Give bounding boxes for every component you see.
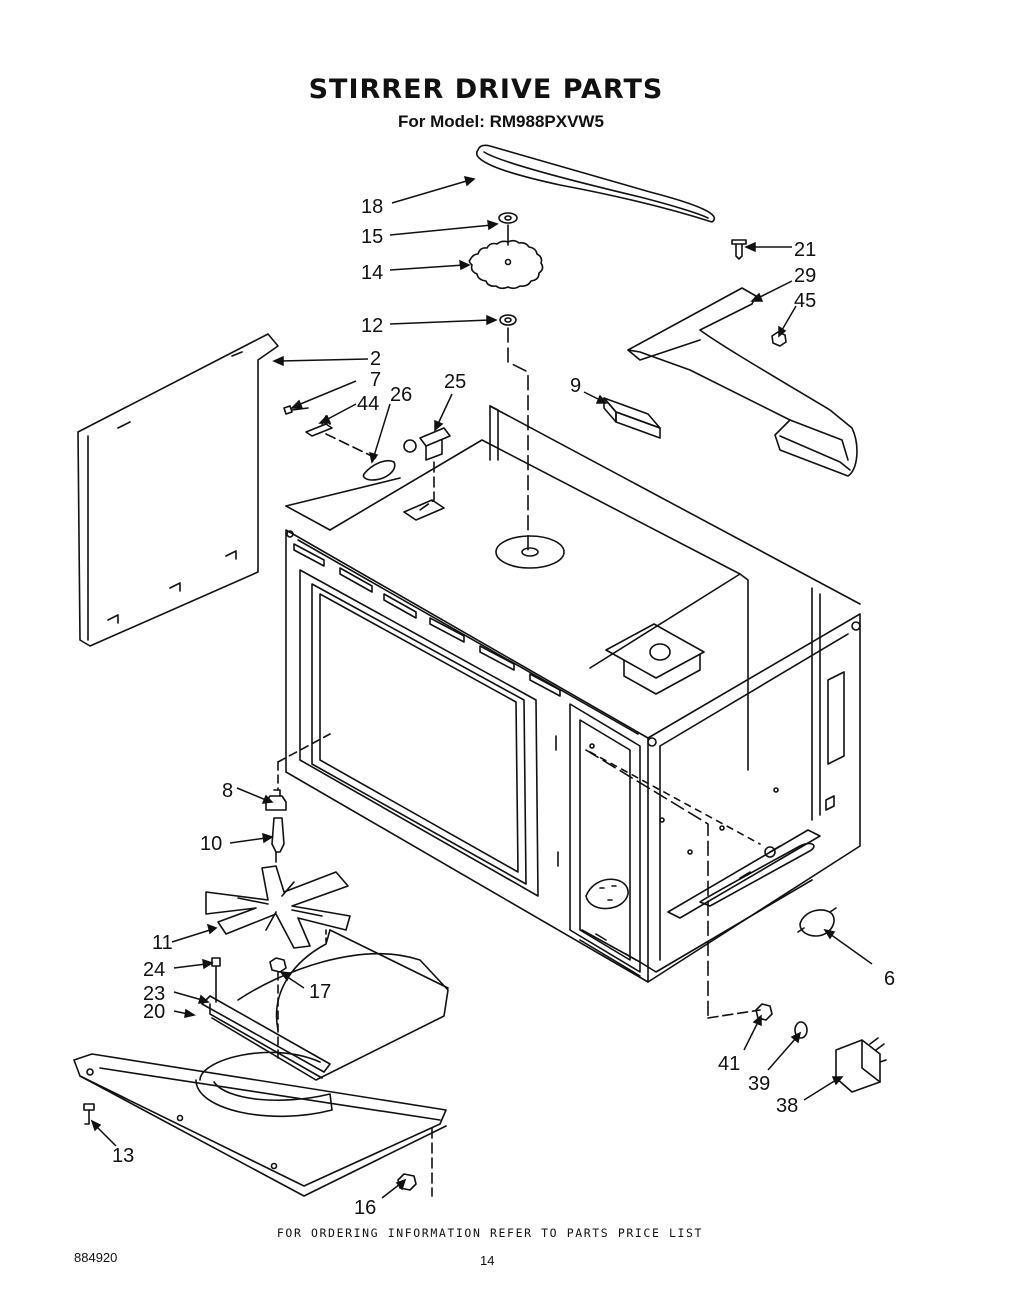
callout-13: 13 [112,1145,134,1167]
callout-12: 12 [361,315,383,337]
page-number: 14 [480,1253,495,1268]
callout-11: 11 [152,932,173,954]
callout-18: 18 [361,196,383,218]
document-code: 884920 [74,1250,118,1265]
callout-16: 16 [354,1197,376,1219]
callout-41: 41 [718,1053,740,1075]
ordering-note: FOR ORDERING INFORMATION REFER TO PARTS … [276,1226,704,1240]
callout-8: 8 [222,780,233,802]
part-9-block [603,397,661,439]
part-cavity-frame [285,405,861,1019]
part-24-screw [211,957,221,1003]
part-12-washer [499,314,517,326]
part-17-nut [269,957,287,973]
callout-2: 2 [370,348,381,370]
callout-25: 25 [444,371,466,393]
callout-10: 10 [200,833,222,855]
part-29-bracket [627,287,858,477]
callout-labels: 18 15 14 12 21 29 45 2 7 44 26 25 9 8 10… [112,196,895,1219]
part-11-stirrer-blade [205,865,351,949]
callout-6: 6 [884,968,895,990]
callout-14: 14 [361,262,383,284]
callout-29: 29 [794,265,816,287]
callout-15: 15 [361,226,383,248]
part-38-switch [835,1037,887,1093]
part-21-screw [731,239,747,260]
callout-39: 39 [748,1073,770,1095]
part-10-shaft [271,817,285,863]
part-26-lamp [362,459,396,481]
callout-7: 7 [370,369,381,391]
callout-44: 44 [357,393,379,415]
callout-9: 9 [570,375,581,397]
page-title: STIRRER DRIVE PARTS [308,74,664,105]
part-45-nut [771,331,787,347]
callout-26: 26 [390,384,412,406]
part-14-stirrer-pulley [468,239,544,290]
callout-23: 23 [143,983,165,1005]
part-13-screw [83,1103,95,1125]
part-15-washer [498,212,518,224]
callout-20: 20 [143,1001,165,1023]
part-18-drive-belt [475,144,715,223]
callout-45: 45 [794,290,816,312]
callout-38: 38 [776,1095,798,1117]
part-2-side-panel [77,333,279,647]
part-6-thermal-cutout [797,907,837,937]
part-7-screw [283,405,309,415]
part-23-bracket [201,995,331,1073]
part-16-nut [397,1173,417,1191]
part-20-stirrer-cover [195,929,449,1118]
model-line: For Model: RM988PXVW5 [398,112,604,131]
callout-21: 21 [794,239,816,261]
part-39-washer [794,1021,808,1039]
callout-17: 17 [309,981,331,1003]
part-25-lamp-socket [403,427,451,461]
callout-24: 24 [143,959,165,981]
part-base-panel [73,1053,447,1197]
